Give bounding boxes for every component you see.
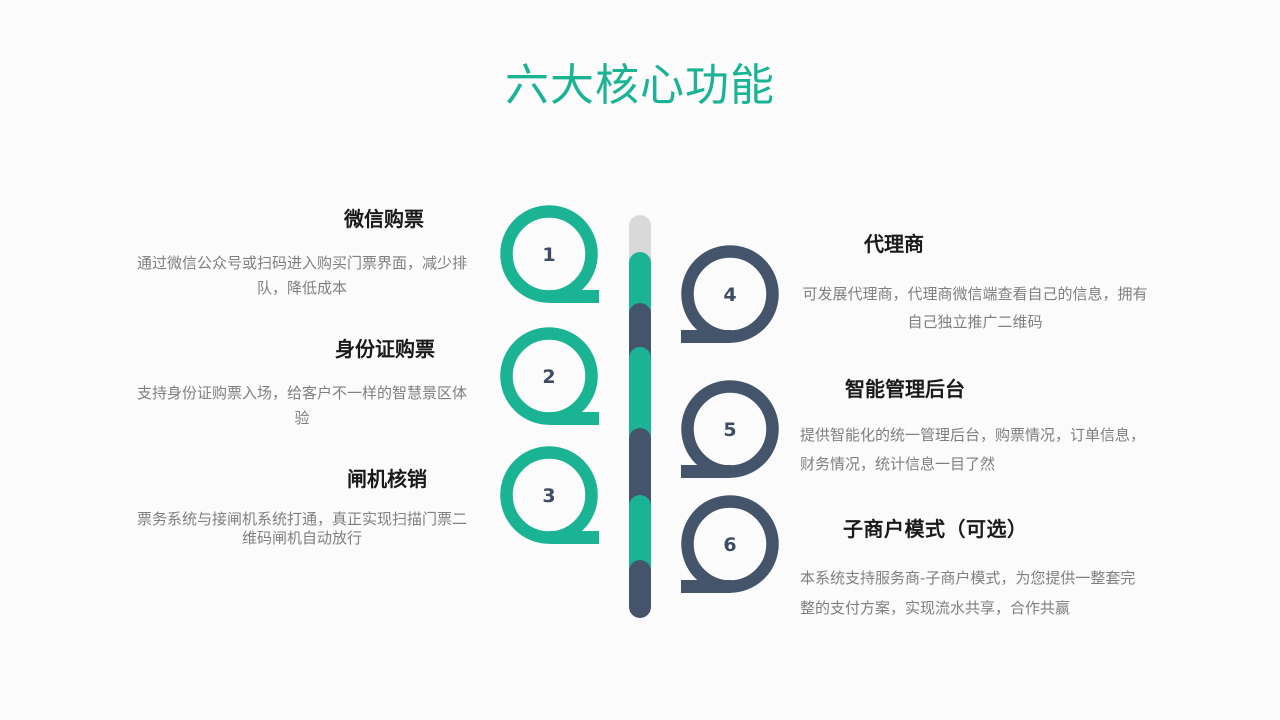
feature-description: 可发展代理商，代理商微信端查看自己的信息，拥有自己独立推广二维码 (802, 285, 1148, 331)
ring-3-icon (500, 446, 599, 544)
feature-description: 提供智能化的统一管理后台，购票情况，订单信息，财务情况，统计信息一目了然 (800, 426, 1146, 473)
feature-heading: 子商户模式（可选） (843, 517, 1028, 541)
ring-6-icon (681, 495, 779, 593)
feature-description: 通过微信公众号或扫码进入购买门票界面，减少排队，降低成本 (136, 254, 467, 297)
page-title: 六大核心功能 (505, 60, 775, 111)
feature-heading: 代理商 (864, 232, 924, 256)
feature-heading: 微信购票 (344, 207, 424, 231)
feature-number: 1 (542, 244, 556, 266)
ring-2-icon (500, 327, 599, 425)
feature-number: 4 (723, 284, 737, 306)
feature-description: 票务系统与接闸机系统打通，真正实现扫描门票二维码闸机自动放行 (136, 510, 467, 547)
ring-4-icon (681, 245, 779, 343)
ring-1-icon (500, 205, 599, 303)
timeline-segment-teal (629, 347, 651, 447)
feature-number: 2 (542, 366, 556, 388)
feature-number: 3 (542, 485, 556, 507)
feature-number: 5 (723, 419, 737, 441)
feature-number: 6 (723, 534, 737, 556)
timeline-segment-navy (629, 560, 651, 618)
feature-heading: 智能管理后台 (845, 377, 965, 401)
feature-description: 支持身份证购票入场，给客户不一样的智慧景区体验 (136, 384, 467, 427)
feature-description: 本系统支持服务商-子商户模式，为您提供一整套完整的支付方案，实现流水共享，合作共… (800, 569, 1136, 617)
feature-heading: 闸机核销 (347, 467, 427, 491)
ring-5-icon (681, 380, 779, 478)
feature-heading: 身份证购票 (335, 337, 435, 361)
